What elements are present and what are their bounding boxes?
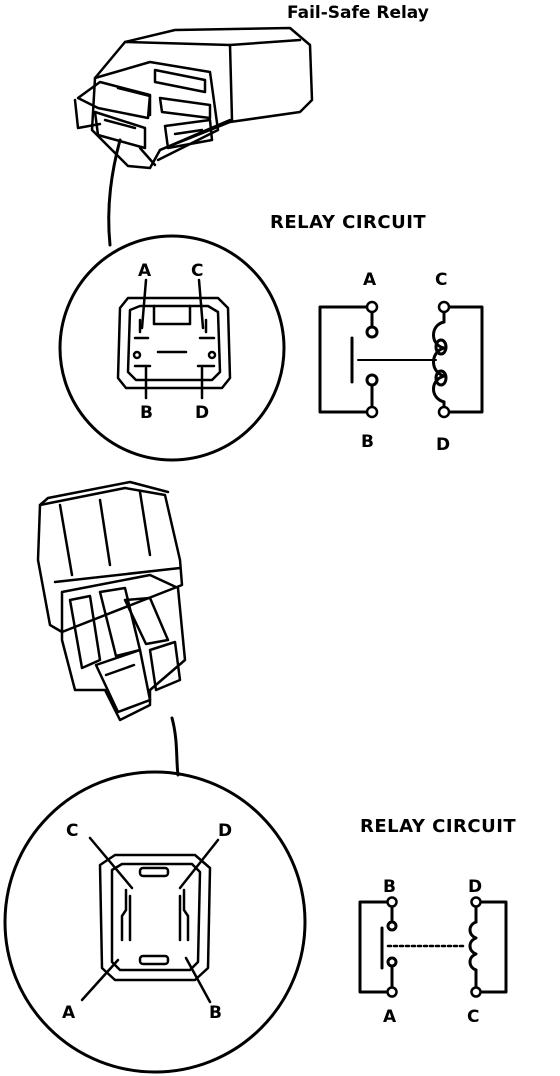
bottom-circuit-pin-d: D [468, 877, 482, 897]
bottom-circuit-pin-c: C [467, 1007, 479, 1027]
bottom-circuit-pin-a: A [383, 1007, 397, 1027]
bottom-circuit-pin-b: B [383, 877, 396, 897]
top-connector-circle [58, 234, 286, 462]
top-connector-pin-c: C [191, 261, 203, 281]
top-relay-circuit-schematic [318, 305, 484, 414]
bottom-relay-body [36, 480, 187, 722]
top-circuit-pin-b: B [361, 432, 374, 452]
bottom-circuit-terminals [386, 896, 482, 998]
bottom-relay-circuit-heading: RELAY CIRCUIT [360, 816, 516, 837]
bottom-connector-pin-b: B [209, 1003, 222, 1023]
bottom-connector-pin-c: C [66, 821, 78, 841]
bottom-connector-circle [3, 770, 307, 1074]
bottom-connector-pin-a: A [62, 1003, 76, 1023]
top-relay-circuit-heading: RELAY CIRCUIT [270, 212, 426, 233]
top-circuit-terminals [365, 300, 451, 419]
bottom-connector-pin-d: D [218, 821, 232, 841]
top-connector-face [116, 278, 232, 400]
top-pointer-line [107, 138, 122, 247]
top-circuit-pin-c: C [435, 270, 447, 290]
bottom-connector-face [80, 836, 220, 1004]
bottom-relay-circuit-schematic [358, 900, 508, 994]
diagram-title: Fail-Safe Relay [287, 3, 429, 23]
top-relay-body [73, 26, 314, 170]
top-circuit-pin-a: A [363, 270, 377, 290]
top-connector-pin-d: D [195, 403, 209, 423]
top-connector-pin-b: B [140, 403, 153, 423]
top-connector-pin-a: A [138, 261, 152, 281]
top-circuit-pin-d: D [436, 435, 450, 455]
bottom-pointer-line [170, 716, 180, 777]
